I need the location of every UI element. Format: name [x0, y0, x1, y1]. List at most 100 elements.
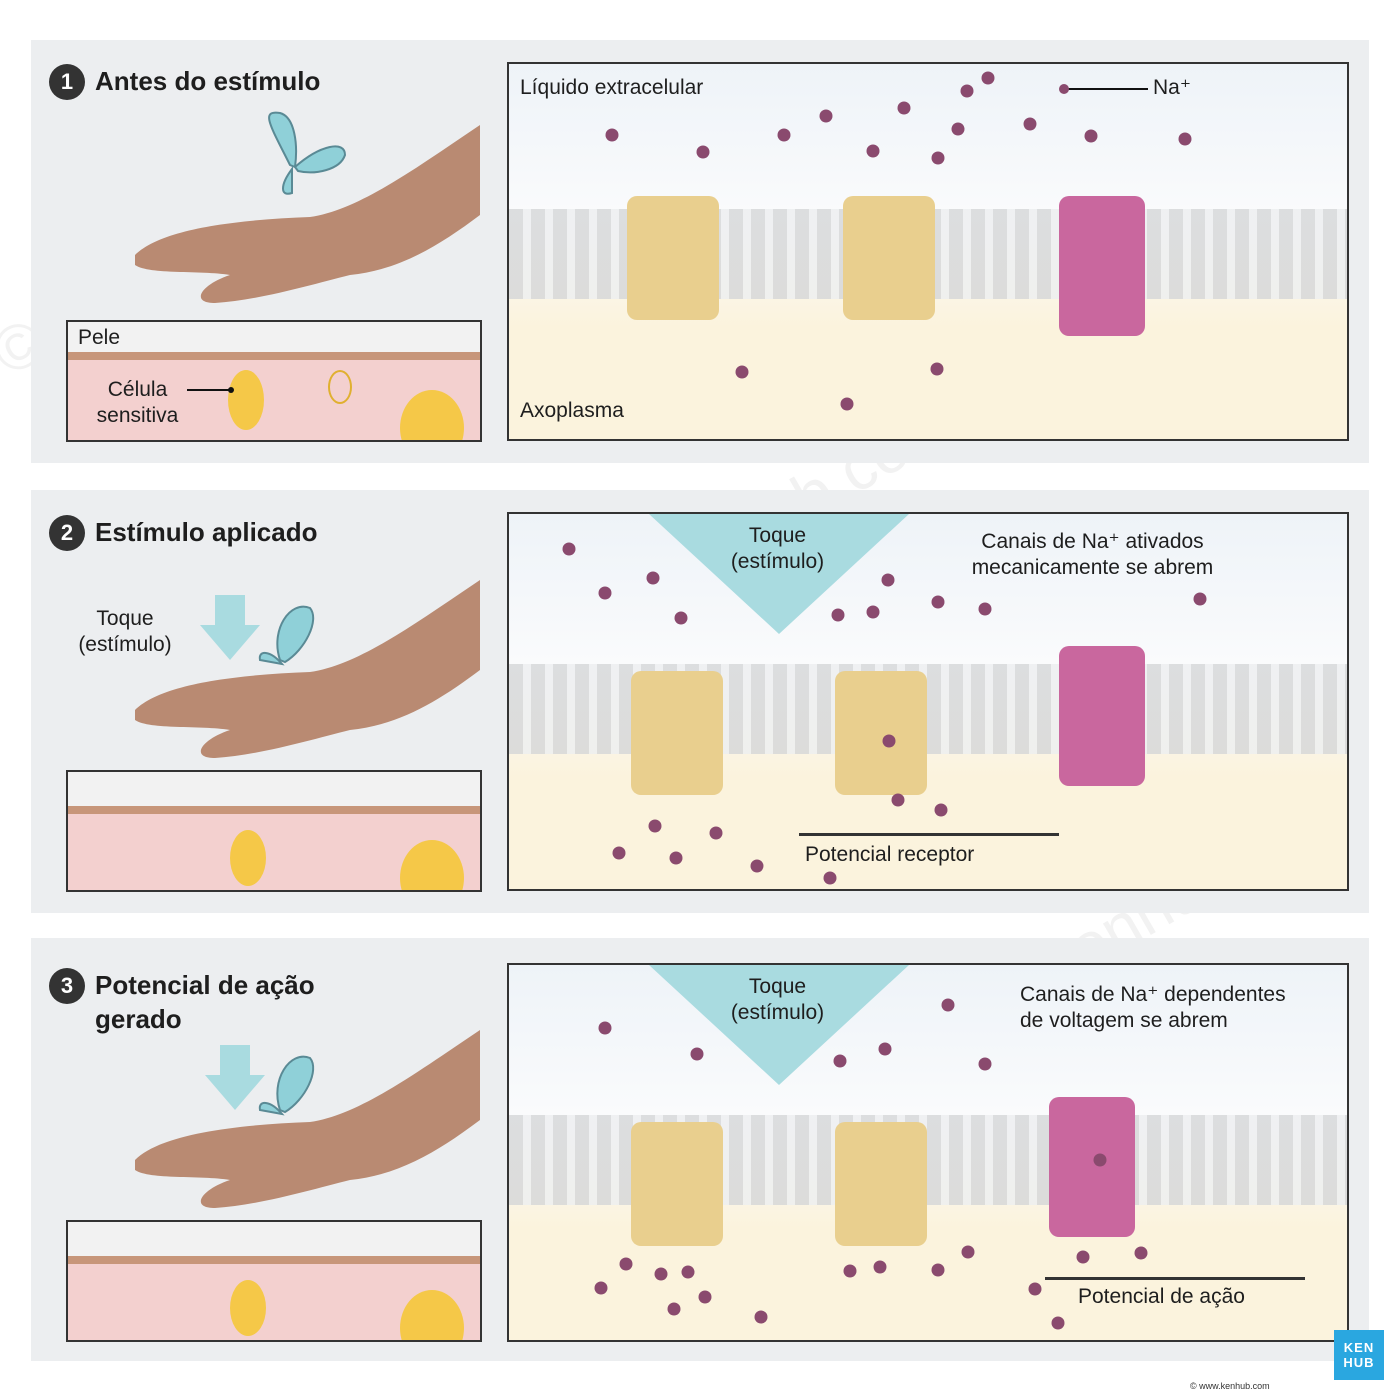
- down-arrow-icon: [205, 1045, 265, 1110]
- sodium-ion: [873, 1260, 887, 1274]
- butterfly-icon: [268, 111, 347, 195]
- sodium-ion: [833, 1054, 847, 1068]
- sodium-ion: [1093, 1153, 1107, 1167]
- sodium-ion: [878, 1042, 892, 1056]
- step-title: Potencial de ação gerado: [95, 970, 315, 1034]
- sodium-ion: [881, 573, 895, 587]
- butterfly-icon: [258, 605, 315, 666]
- sodium-ion: [690, 1047, 704, 1061]
- sodium-ion: [960, 84, 974, 98]
- voltage-na-channel: [1049, 1097, 1135, 1237]
- mechano-channels-label: Canais de Na⁺ ativados mecanicamente se …: [971, 530, 1214, 579]
- sodium-ion: [930, 362, 944, 376]
- sodium-ion: [654, 1267, 668, 1281]
- sensory-cell-icon: [328, 370, 352, 404]
- down-arrow-icon: [200, 595, 260, 660]
- hand-stimulus-label: Toque (estímulo): [78, 607, 172, 656]
- sodium-ion: [667, 1302, 681, 1316]
- sodium-ion: [961, 1245, 975, 1259]
- sodium-ion: [941, 998, 955, 1012]
- skin-cross-section: [66, 1220, 482, 1342]
- axoplasm-label: Axoplasma: [520, 399, 624, 422]
- sensory-cell-icon: [230, 1280, 266, 1336]
- receptor-potential-label: Potencial receptor: [805, 843, 975, 866]
- copyright-text: © www.kenhub.com: [1190, 1381, 1270, 1391]
- sodium-ion: [709, 826, 723, 840]
- step-3-heading: 3 Potencial de ação gerado: [49, 968, 315, 1036]
- sodium-ion: [681, 1265, 695, 1279]
- mechano-na-channel: [631, 671, 723, 795]
- sodium-ion: [594, 1281, 608, 1295]
- action-potential-label: Potencial de ação: [1078, 1285, 1245, 1308]
- sodium-ion: [1023, 117, 1037, 131]
- sodium-ion: [866, 144, 880, 158]
- sodium-ion: [612, 846, 626, 860]
- sodium-ion: [696, 145, 710, 159]
- sodium-ion: [951, 122, 965, 136]
- mechano-na-channel: [835, 671, 927, 795]
- sodium-ion: [882, 734, 896, 748]
- step-1-heading: 1 Antes do estímulo: [49, 64, 320, 100]
- step-number-badge: 2: [49, 515, 85, 551]
- sodium-ion: [823, 871, 837, 885]
- sodium-ion: [1076, 1250, 1090, 1264]
- sodium-ion: [978, 1057, 992, 1071]
- sodium-ion: [562, 542, 576, 556]
- step-title: Estímulo aplicado: [95, 517, 318, 547]
- sodium-ion: [1134, 1246, 1148, 1260]
- mechano-na-channel: [843, 196, 935, 320]
- sodium-ion: [866, 605, 880, 619]
- hand-with-butterfly-illustration: [135, 580, 480, 758]
- voltage-channels-label: Canais de Na⁺ dependentes de voltagem se…: [1020, 983, 1286, 1032]
- sodium-ion: [840, 397, 854, 411]
- sodium-ion: [646, 571, 660, 585]
- sodium-ion: [931, 595, 945, 609]
- membrane-diagram: [507, 963, 1349, 1342]
- stimulus-arrow-icon: [649, 514, 909, 634]
- hand-with-butterfly-illustration: [135, 111, 480, 303]
- sodium-ion: [598, 1021, 612, 1035]
- skin-cross-section: [66, 320, 482, 442]
- kenhub-logo: KEN HUB: [1334, 1330, 1384, 1380]
- sodium-ion: [1028, 1282, 1042, 1296]
- membrane-diagram: [507, 62, 1349, 441]
- mechano-na-channel: [631, 1122, 723, 1246]
- voltage-na-channel: [1059, 196, 1145, 336]
- potential-arrow-icon: [1045, 1277, 1305, 1280]
- leader-line: [187, 387, 234, 393]
- sodium-ion: [1084, 129, 1098, 143]
- skin-label: Pele: [78, 326, 121, 349]
- sensory-cell-label: Célula sensitiva: [96, 378, 179, 427]
- sodium-ion: [619, 1257, 633, 1271]
- step-title: Antes do estímulo: [95, 66, 321, 96]
- sodium-ion: [897, 101, 911, 115]
- sodium-ion-label: Na⁺: [1153, 76, 1191, 99]
- butterfly-icon: [258, 1055, 315, 1116]
- step-number-badge: 1: [49, 64, 85, 100]
- sensory-cell-icon: [228, 370, 264, 430]
- stimulus-arrow-icon: [649, 965, 909, 1085]
- sodium-ion: [831, 608, 845, 622]
- sodium-ion: [754, 1310, 768, 1324]
- sodium-ion: [978, 602, 992, 616]
- sodium-ion: [934, 803, 948, 817]
- sodium-ion: [843, 1264, 857, 1278]
- step-2-heading: 2 Estímulo aplicado: [49, 515, 318, 551]
- sodium-ion: [931, 1263, 945, 1277]
- sodium-ion: [1178, 132, 1192, 146]
- sodium-ion: [891, 793, 905, 807]
- sodium-ion: [674, 611, 688, 625]
- membrane-diagram: [507, 512, 1349, 891]
- sodium-ion: [605, 128, 619, 142]
- extracellular-label: Líquido extracelular: [520, 76, 704, 99]
- skin-cross-section: [66, 770, 482, 892]
- mechano-na-channel: [627, 196, 719, 320]
- sodium-ion: [1193, 592, 1207, 606]
- step-number-badge: 3: [49, 968, 85, 1004]
- sodium-ion: [669, 851, 683, 865]
- hand-with-butterfly-illustration: [135, 1030, 480, 1208]
- membrane-stimulus-label: Toque (estímulo): [730, 975, 825, 1024]
- mechano-na-channel: [835, 1122, 927, 1246]
- sodium-ion: [598, 586, 612, 600]
